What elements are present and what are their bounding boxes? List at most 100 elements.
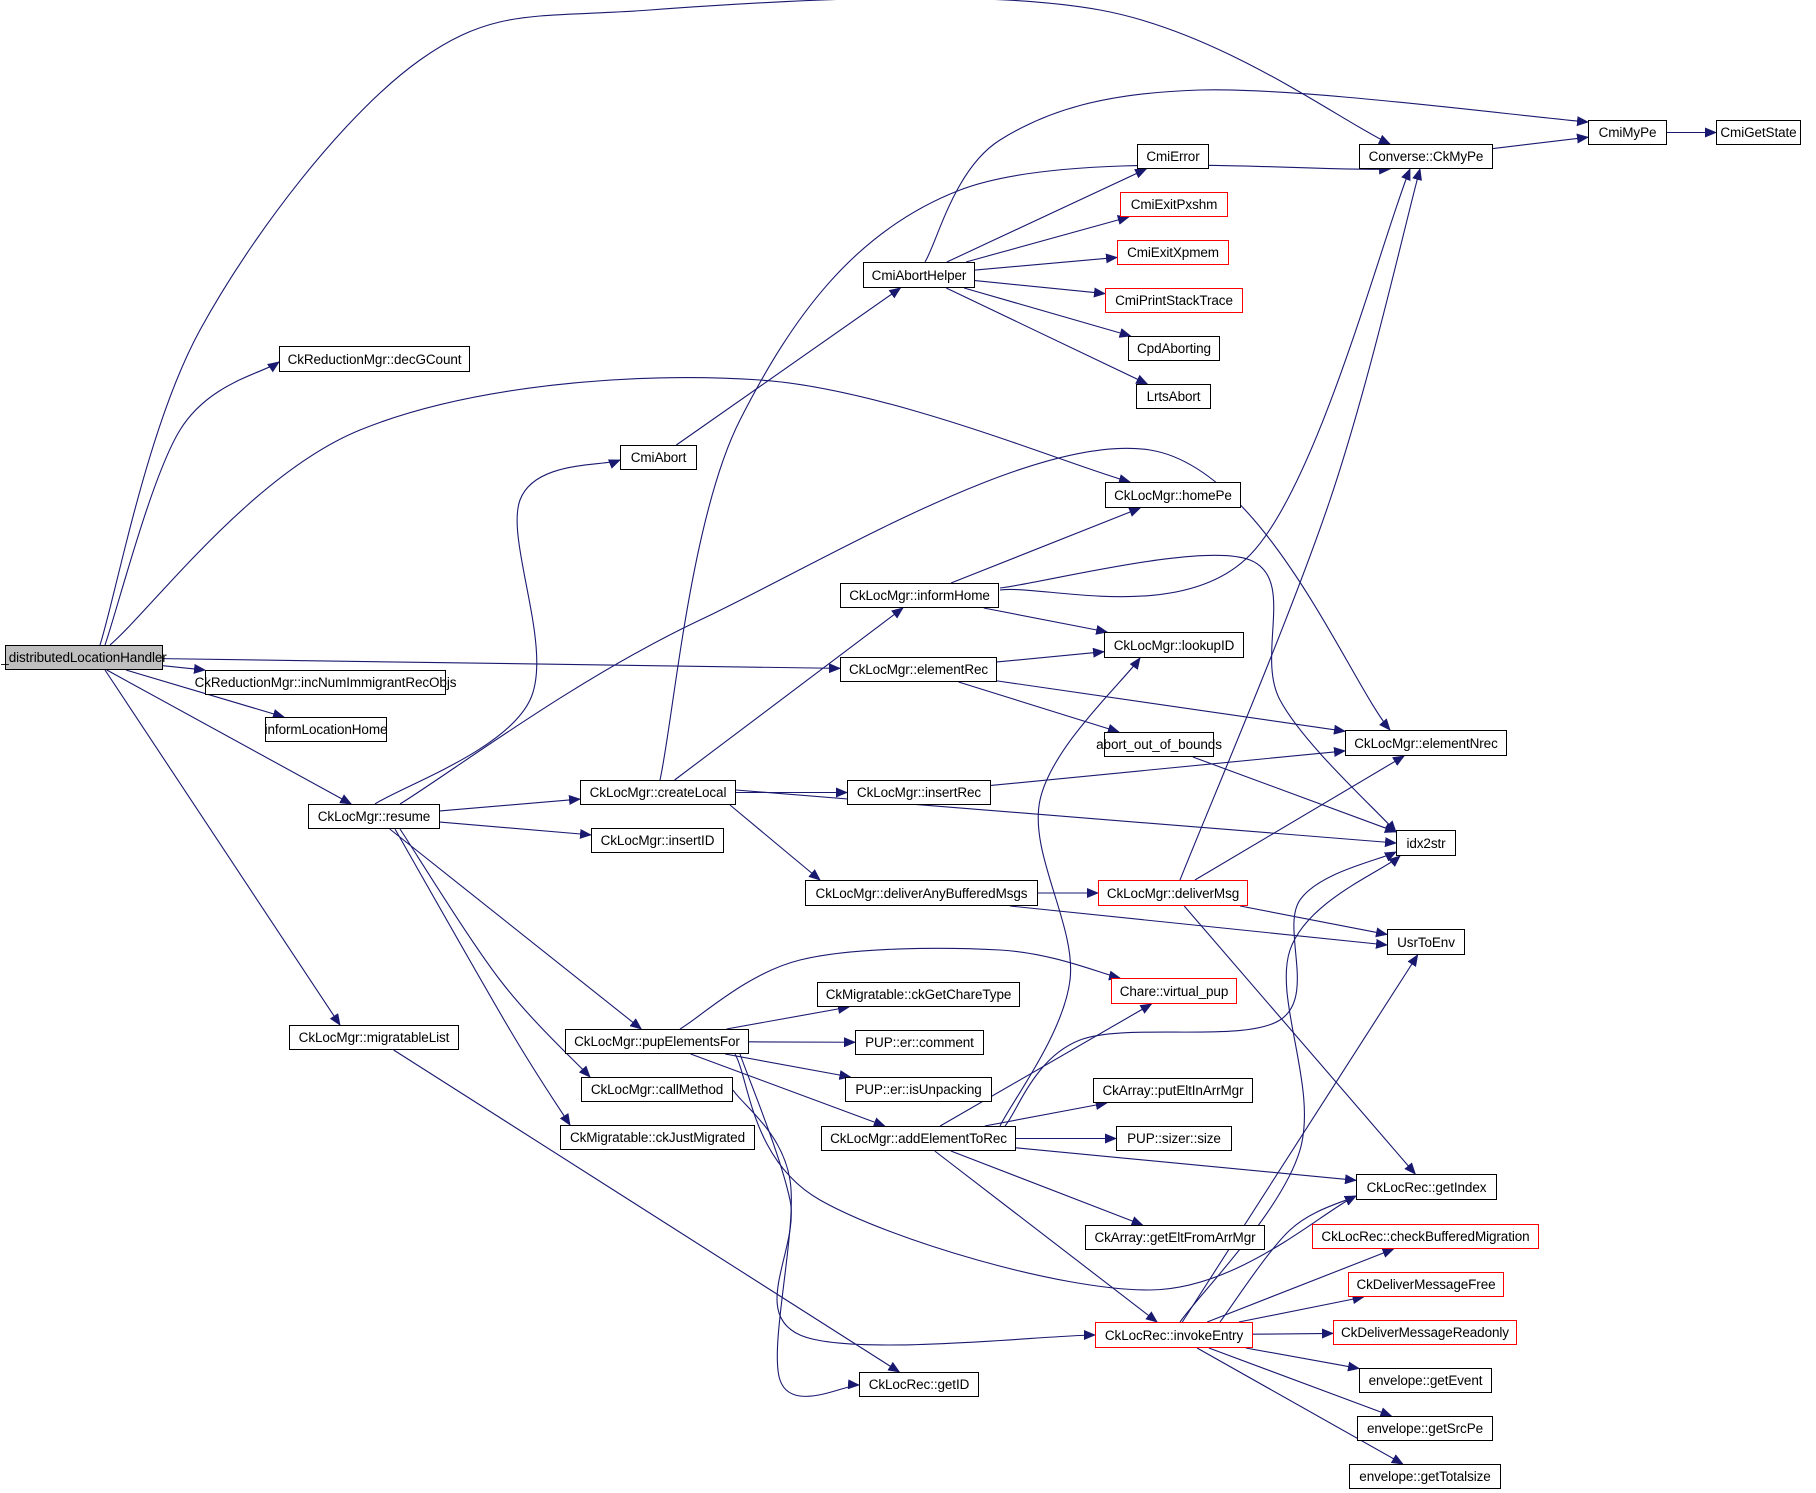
graph-node-putEltInArrMgr[interactable]: CkArray::putEltInArrMgr xyxy=(1093,1078,1253,1103)
graph-node-insertID[interactable]: CkLocMgr::insertID xyxy=(591,828,724,853)
graph-node-migratableList[interactable]: CkLocMgr::migratableList xyxy=(289,1025,459,1050)
graph-node-getSrcPe[interactable]: envelope::getSrcPe xyxy=(1357,1416,1493,1441)
node-label: PUP::er::comment xyxy=(865,1035,974,1050)
node-label: CkLocMgr::informHome xyxy=(849,588,990,603)
call-edge-addElementToRec-to-invokeEntry xyxy=(934,1150,1158,1323)
node-label: CkLocRec::getID xyxy=(868,1377,970,1392)
graph-node-CmiExitPxshm[interactable]: CmiExitPxshm xyxy=(1120,192,1228,217)
call-edge-CmiAbortHelper-to-CmiExitPxshm xyxy=(965,215,1130,263)
call-edge-deliverMsg-to-elementNrec xyxy=(1194,755,1405,881)
graph-node-getEvent[interactable]: envelope::getEvent xyxy=(1359,1368,1492,1393)
call-edge-CmiAbortHelper-to-CmiError xyxy=(946,168,1148,263)
graph-node-lookupID[interactable]: CkLocMgr::lookupID xyxy=(1104,632,1244,658)
graph-node-incNum[interactable]: CkReductionMgr::incNumImmigrantRecObjs xyxy=(195,670,456,695)
call-edge-abortOOB-to-idx2str xyxy=(1192,756,1397,833)
call-edge-deliverAny-to-UsrToEnv xyxy=(1009,905,1388,949)
graph-node-comment[interactable]: PUP::er::comment xyxy=(855,1030,984,1055)
graph-node-CmiAbortHelper[interactable]: CmiAbortHelper xyxy=(863,262,975,288)
call-edge-pupElementsFor-to-addElementToRec xyxy=(690,1053,886,1127)
graph-node-pupElementsFor[interactable]: CkLocMgr::pupElementsFor xyxy=(565,1029,749,1054)
node-label: PUP::sizer::size xyxy=(1127,1131,1221,1146)
node-label: CkLocMgr::deliverAnyBufferedMsgs xyxy=(815,885,1028,901)
node-label: CmiGetState xyxy=(1720,125,1797,140)
graph-node-invokeEntry[interactable]: CkLocRec::invokeEntry xyxy=(1095,1322,1253,1348)
graph-node-deliverMsg[interactable]: CkLocMgr::deliverMsg xyxy=(1098,880,1248,906)
graph-node-getTotalsize[interactable]: envelope::getTotalsize xyxy=(1349,1464,1501,1489)
graph-node-CmiAbort[interactable]: CmiAbort xyxy=(620,445,697,470)
node-label: _distributedLocationHandler xyxy=(1,650,167,665)
call-edge-invokeEntry-to-getEvent xyxy=(1245,1347,1360,1372)
node-label: CkMigratable::ckJustMigrated xyxy=(569,1130,745,1145)
node-label: CkArray::getEltFromArrMgr xyxy=(1094,1230,1256,1245)
call-edge-root-to-elementRec xyxy=(162,658,841,674)
graph-node-homePe[interactable]: CkLocMgr::homePe xyxy=(1105,482,1241,508)
graph-node-deliverAny[interactable]: CkLocMgr::deliverAnyBufferedMsgs xyxy=(805,880,1038,906)
graph-node-virtual_pup[interactable]: Chare::virtual_pup xyxy=(1111,978,1237,1004)
call-edge-addElementToRec-to-putEltInArrMgr xyxy=(984,1100,1108,1127)
call-edge-deliverMsg-to-getIndex xyxy=(1183,905,1416,1175)
graph-node-elementNrec[interactable]: CkLocMgr::elementNrec xyxy=(1345,730,1507,756)
graph-node-UsrToEnv[interactable]: UsrToEnv xyxy=(1387,929,1465,955)
node-label: CkLocRec::checkBufferedMigration xyxy=(1321,1229,1530,1244)
graph-node-resume[interactable]: CkLocMgr::resume xyxy=(308,804,440,829)
graph-node-getID[interactable]: CkLocRec::getID xyxy=(859,1372,979,1397)
graph-node-sizerSize[interactable]: PUP::sizer::size xyxy=(1116,1126,1232,1151)
call-edge-invokeEntry-to-getTotalsize xyxy=(1196,1347,1404,1465)
graph-node-deliverFree[interactable]: CkDeliverMessageFree xyxy=(1348,1272,1504,1297)
graph-node-CpdAborting[interactable]: CpdAborting xyxy=(1128,336,1220,361)
graph-node-ckGetChareType[interactable]: CkMigratable::ckGetChareType xyxy=(817,982,1020,1007)
graph-node-CkMyPe[interactable]: Converse::CkMyPe xyxy=(1359,144,1493,169)
call-edge-informHome-to-homePe xyxy=(950,507,1142,584)
node-label: informLocationHome xyxy=(264,722,388,737)
graph-node-CmiPrintStackTrace[interactable]: CmiPrintStackTrace xyxy=(1105,288,1243,313)
call-edge-callMethod-to-getID xyxy=(732,1089,860,1397)
call-edge-resume-to-insertID xyxy=(439,821,592,839)
graph-node-decGCount[interactable]: CkReductionMgr::decGCount xyxy=(279,346,470,372)
node-label: CmiMyPe xyxy=(1598,125,1657,140)
graph-node-callMethod[interactable]: CkLocMgr::callMethod xyxy=(581,1077,733,1102)
graph-node-idx2str[interactable]: idx2str xyxy=(1396,830,1456,856)
node-label: CkLocMgr::lookupID xyxy=(1113,637,1235,653)
graph-node-getEltFromArrMgr[interactable]: CkArray::getEltFromArrMgr xyxy=(1085,1225,1265,1250)
graph-node-informHome[interactable]: CkLocMgr::informHome xyxy=(840,583,999,608)
call-edge-root-to-decGCount xyxy=(104,361,280,646)
node-label: CkLocMgr::elementRec xyxy=(848,662,989,677)
call-edge-root-to-migratableList xyxy=(104,669,341,1026)
call-edge-elementRec-to-lookupID xyxy=(996,647,1105,663)
graph-node-deliverReadonly[interactable]: CkDeliverMessageReadonly xyxy=(1333,1320,1517,1345)
node-label: CkLocMgr::resume xyxy=(317,809,431,824)
graph-node-CmiGetState[interactable]: CmiGetState xyxy=(1716,120,1801,145)
graph-node-abortOOB[interactable]: abort_out_of_bounds xyxy=(1096,732,1222,757)
graph-node-CmiExitXpmem[interactable]: CmiExitXpmem xyxy=(1117,240,1229,265)
graph-node-elementRec[interactable]: CkLocMgr::elementRec xyxy=(840,657,997,682)
node-label: CkLocMgr::addElementToRec xyxy=(830,1131,1007,1146)
node-label: CkLocMgr::pupElementsFor xyxy=(574,1034,740,1049)
call-edge-addElementToRec-to-lookupID xyxy=(999,657,1141,1127)
call-edge-createLocal-to-CkMyPe xyxy=(659,164,1391,781)
graph-node-createLocal[interactable]: CkLocMgr::createLocal xyxy=(580,780,736,805)
node-label: envelope::getSrcPe xyxy=(1366,1421,1484,1436)
node-label: CkLocMgr::deliverMsg xyxy=(1106,885,1240,901)
node-label: Converse::CkMyPe xyxy=(1368,149,1484,164)
node-label: idx2str xyxy=(1406,835,1446,851)
node-label: CkReductionMgr::incNumImmigrantRecObjs xyxy=(194,675,457,690)
graph-node-checkBuffered[interactable]: CkLocRec::checkBufferedMigration xyxy=(1312,1224,1539,1249)
graph-node-CmiMyPe[interactable]: CmiMyPe xyxy=(1588,120,1667,145)
node-label: CkLocMgr::insertRec xyxy=(856,785,982,800)
call-edge-CmiAbortHelper-to-CpdAborting xyxy=(963,287,1132,338)
graph-node-getIndex[interactable]: CkLocRec::getIndex xyxy=(1356,1174,1497,1200)
graph-node-ckJustMigrated[interactable]: CkMigratable::ckJustMigrated xyxy=(560,1125,755,1150)
graph-node-isUnpacking[interactable]: PUP::er::isUnpacking xyxy=(845,1077,992,1102)
call-edge-informHome-to-lookupID xyxy=(983,607,1109,635)
node-label: CkLocMgr::homePe xyxy=(1114,487,1232,503)
node-label: PUP::er::isUnpacking xyxy=(855,1082,982,1097)
call-edge-resume-to-CmiAbort xyxy=(374,459,621,805)
graph-node-insertRec[interactable]: CkLocMgr::insertRec xyxy=(847,780,991,805)
call-edge-invokeEntry-to-idx2str xyxy=(1179,855,1401,1323)
graph-node-LrtsAbort[interactable]: LrtsAbort xyxy=(1136,384,1211,409)
graph-node-informLocationHome[interactable]: informLocationHome xyxy=(265,717,387,742)
call-edge-resume-to-createLocal xyxy=(439,795,581,812)
call-edge-root-to-resume xyxy=(106,669,353,805)
graph-node-addElementToRec[interactable]: CkLocMgr::addElementToRec xyxy=(821,1126,1016,1151)
graph-node-CmiError[interactable]: CmiError xyxy=(1137,144,1209,169)
